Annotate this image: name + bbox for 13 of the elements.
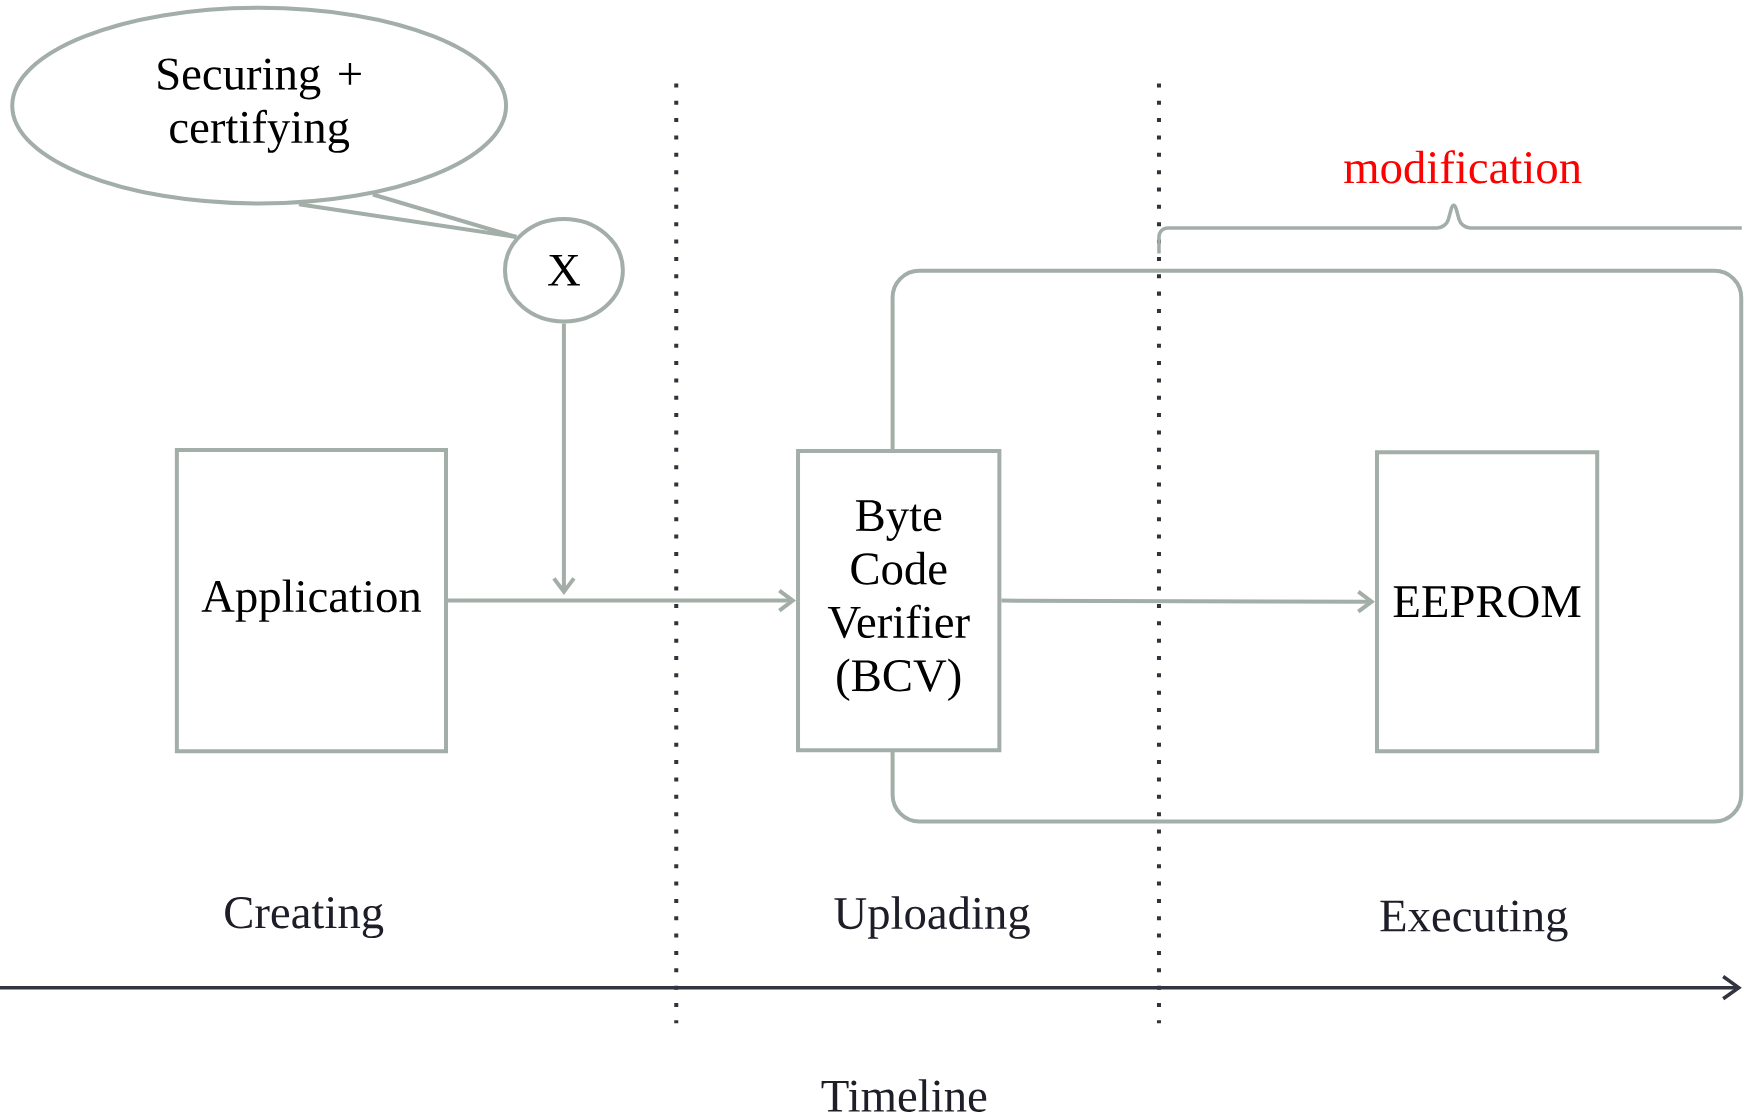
phase-label: Creating [225, 897, 384, 939]
arrow [552, 323, 576, 596]
process-box: Byte Code Verifier (BCV) [796, 449, 1002, 753]
arrow [1001, 590, 1375, 614]
phase-label: Timeline [821, 1079, 987, 1113]
phase-label: Executing [1380, 900, 1568, 942]
arrow [448, 589, 797, 613]
annotation-label: modification [1344, 150, 1582, 184]
circle-node: X [502, 217, 625, 324]
phase-label: Uploading [834, 896, 1030, 939]
process-box: Application [174, 448, 448, 754]
speech-bubble: Securing + certifying [10, 5, 509, 206]
process-box: EEPROM [1375, 450, 1600, 754]
